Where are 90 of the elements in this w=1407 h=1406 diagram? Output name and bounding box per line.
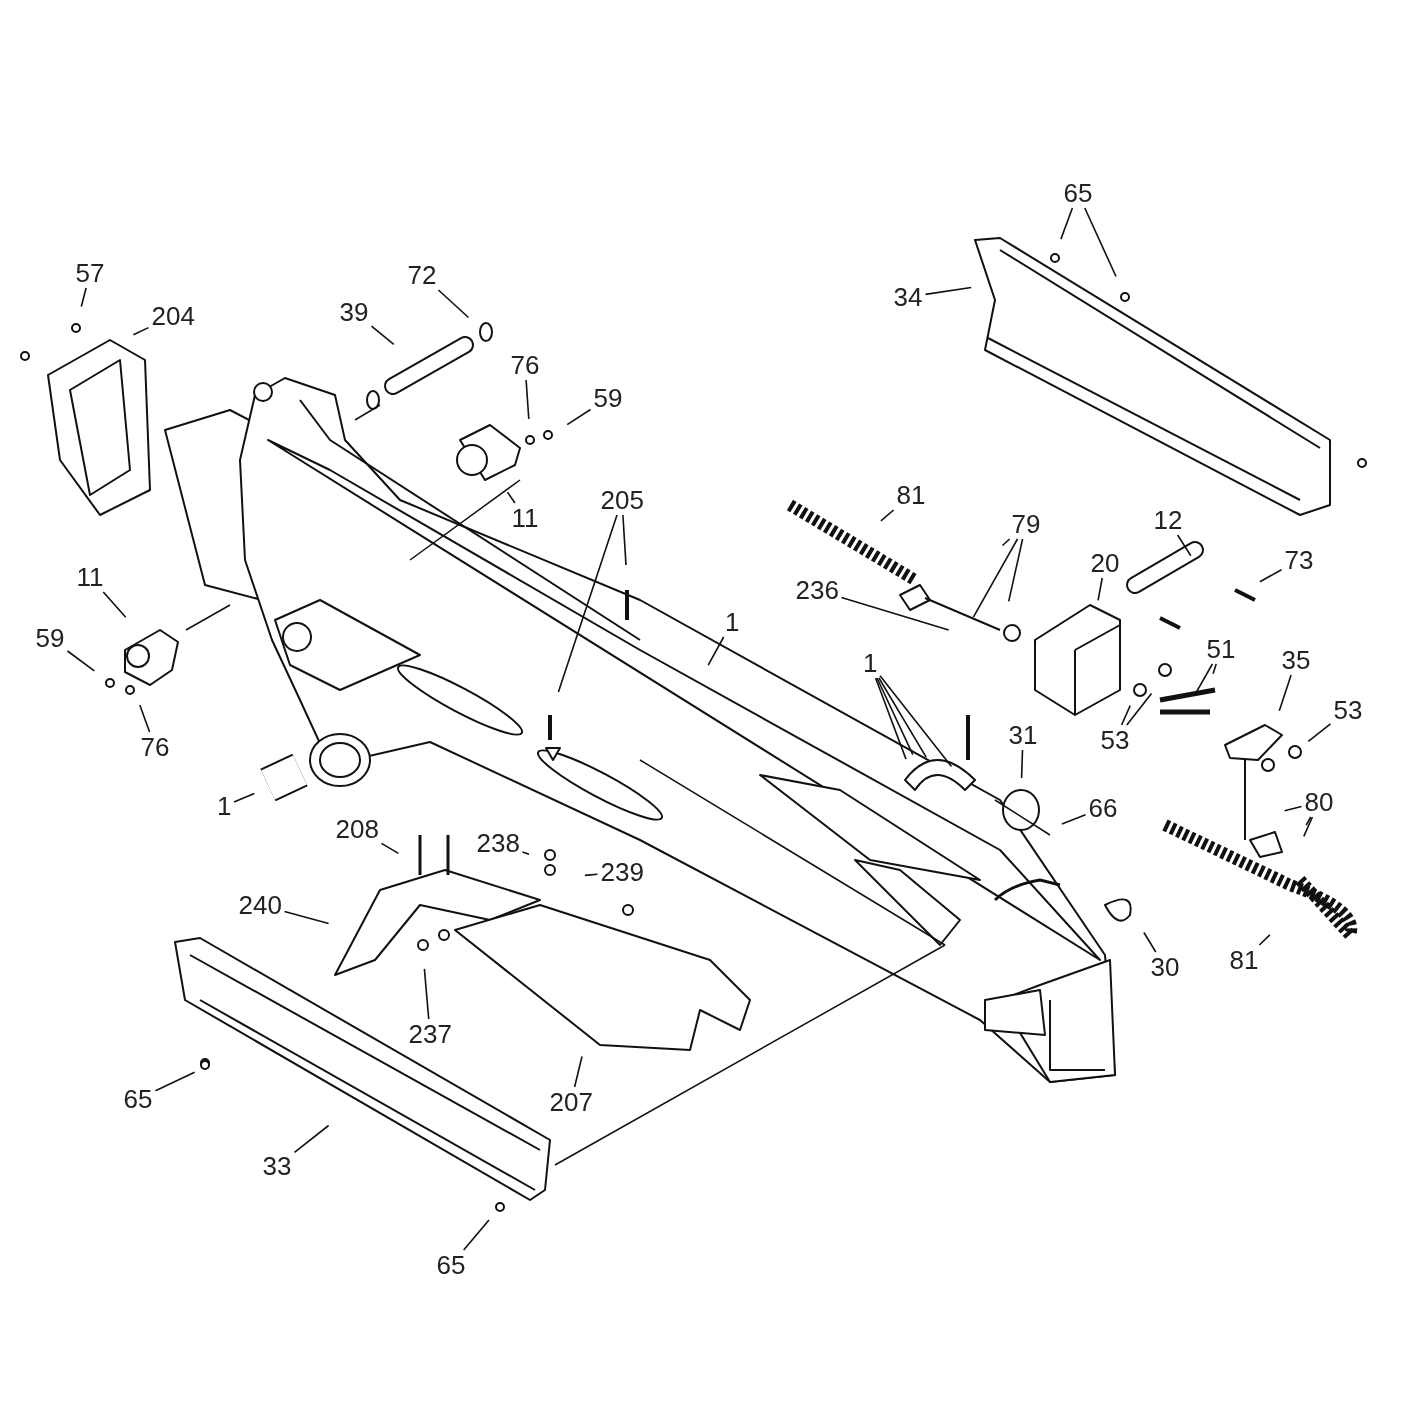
leader-line: [1120, 704, 1131, 726]
leader-line: [437, 289, 470, 319]
callout-number: 236: [795, 576, 839, 604]
callout-number: 39: [339, 298, 369, 326]
leader-line: [707, 636, 725, 666]
leader-line: [1307, 723, 1332, 743]
leader-line: [1278, 674, 1292, 712]
callout-number: 34: [893, 283, 923, 311]
callout-number: 11: [76, 563, 104, 591]
leader-line: [840, 596, 950, 631]
callout-number: 1: [863, 649, 878, 677]
callout-number: 204: [151, 302, 195, 330]
leader-line: [102, 591, 127, 619]
leader-line: [1126, 692, 1153, 726]
callout-number: 237: [408, 1020, 452, 1048]
callout-number: 80: [1304, 788, 1334, 816]
leader-line: [139, 704, 151, 733]
callout-number: 1: [217, 792, 232, 820]
leader-line: [557, 514, 618, 693]
leader-line: [879, 674, 953, 768]
leader-line: [880, 509, 895, 522]
leader-line: [1097, 577, 1103, 602]
callout-number: 53: [1333, 696, 1363, 724]
callout-number: 79: [1011, 510, 1041, 538]
leader-line: [1303, 816, 1314, 838]
callout-number: 1: [725, 608, 740, 636]
callout-number: 20: [1090, 549, 1120, 577]
leader-line: [1305, 816, 1312, 826]
callout-number: 76: [510, 351, 540, 379]
leader-line: [506, 491, 516, 504]
leader-line: [233, 792, 256, 803]
leader-line: [1020, 749, 1024, 779]
callout-number: 208: [335, 815, 379, 843]
leader-line: [1143, 931, 1157, 953]
leader-line: [1007, 538, 1024, 603]
callout-number: 65: [436, 1251, 466, 1279]
leader-line: [1176, 534, 1192, 557]
leader-line: [1283, 805, 1303, 812]
callout-number: 59: [593, 384, 623, 412]
leader-line: [1084, 207, 1117, 278]
callout-number: 51: [1206, 635, 1236, 663]
leader-line: [566, 408, 592, 426]
callout-number: 12: [1153, 506, 1183, 534]
leader-line: [584, 873, 599, 877]
leader-line: [423, 968, 430, 1020]
leader-line: [1258, 934, 1271, 946]
callout-number: 31: [1008, 721, 1038, 749]
leader-line: [874, 677, 907, 760]
leader-line: [573, 1055, 583, 1088]
callout-number: 207: [549, 1088, 593, 1116]
leader-line: [876, 677, 914, 756]
leader-line: [462, 1219, 490, 1251]
callout-number: 65: [1063, 179, 1093, 207]
callout-number: 73: [1284, 546, 1314, 574]
callout-number: 57: [75, 259, 105, 287]
callout-number: 72: [407, 261, 437, 289]
leader-line: [1061, 814, 1087, 825]
leader-line: [154, 1071, 196, 1092]
callout-number: 11: [511, 504, 539, 532]
leader-line: [1259, 568, 1283, 583]
leader-line: [1001, 538, 1011, 547]
leader-line: [293, 1124, 330, 1154]
callout-number: 81: [896, 481, 926, 509]
callout-number: 33: [262, 1152, 292, 1180]
leader-line: [80, 287, 87, 308]
leader-line: [1212, 663, 1217, 675]
callout-number: 59: [35, 624, 65, 652]
callout-number: 205: [600, 486, 644, 514]
callout-number: 238: [476, 829, 520, 857]
callout-number: 30: [1150, 953, 1180, 981]
callout-number: 239: [600, 858, 644, 886]
callout-number: 66: [1088, 794, 1118, 822]
leader-line: [924, 286, 972, 296]
callout-number: 76: [140, 733, 170, 761]
callout-number: 240: [238, 891, 282, 919]
callout-number: 35: [1281, 646, 1311, 674]
leader-line: [972, 538, 1019, 618]
leader-line: [1060, 207, 1074, 240]
leader-line: [878, 677, 928, 759]
callout-number: 53: [1100, 726, 1130, 754]
leader-line: [283, 910, 330, 925]
leader-line: [521, 851, 530, 855]
callout-number: 81: [1229, 946, 1259, 974]
leader-line: [370, 325, 395, 346]
leader-line: [622, 514, 627, 566]
leader-line: [525, 379, 530, 420]
leader-line: [132, 326, 150, 336]
callout-number: 65: [123, 1085, 153, 1113]
leader-line: [380, 842, 400, 855]
leader-line: [66, 650, 96, 672]
